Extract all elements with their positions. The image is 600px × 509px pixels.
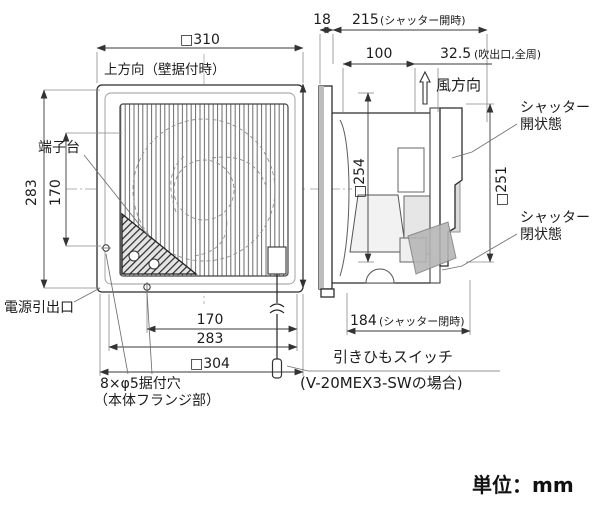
terminal-screw bbox=[128, 250, 140, 262]
fan-hub-circle bbox=[173, 159, 235, 221]
terminal-screw bbox=[148, 258, 160, 270]
dim-254-label: □254 bbox=[352, 158, 368, 198]
units-label: 単位：mm bbox=[472, 473, 574, 497]
dim-215-note: (シャッター開時) bbox=[380, 14, 466, 27]
fan-blade-arc bbox=[193, 213, 228, 257]
front-view bbox=[66, 54, 306, 379]
wind-direction-label: 風方向 bbox=[436, 76, 481, 94]
mount-holes-label: 8×φ5据付穴 bbox=[100, 376, 181, 392]
power-outlet-label: 電源引出口 bbox=[4, 300, 74, 316]
side-view bbox=[299, 83, 463, 298]
fan-blade-circle bbox=[132, 118, 276, 262]
cord-switch-note: (V-20MEX3-SWの場合) bbox=[300, 374, 463, 392]
dim-184-note: (シャッター閉時) bbox=[379, 315, 465, 328]
shutter-open-label-line1: シャッター bbox=[520, 100, 590, 116]
motor-dome bbox=[365, 268, 395, 284]
wind-arrow-icon bbox=[419, 70, 431, 105]
front-panel-shade bbox=[319, 86, 324, 289]
fan-blade-arc bbox=[211, 156, 267, 187]
front-grille bbox=[119, 103, 289, 277]
dim-left-inner-label: 170 bbox=[48, 179, 64, 206]
dim-18-label: 18 bbox=[313, 12, 331, 28]
dim-251-label: □251 bbox=[494, 166, 510, 206]
motor-block bbox=[349, 194, 407, 253]
shutter-closed-label-line2: 閉状態 bbox=[520, 227, 562, 243]
dim-32-note: (吹出口,全周) bbox=[474, 47, 541, 61]
cord-handle bbox=[271, 358, 283, 379]
flange-inner-edge bbox=[104, 92, 296, 285]
panel-foot bbox=[320, 288, 335, 298]
cord-break-symbol bbox=[269, 303, 285, 314]
shutter-closed-panel bbox=[407, 221, 457, 275]
cord-switch-box bbox=[267, 246, 287, 275]
mounting-hole bbox=[101, 244, 111, 252]
front-dimensions: □310 上方向（壁据付時） 283 170 端子台 電源引出口 170 283… bbox=[4, 32, 304, 409]
dim-215-label: 215 bbox=[352, 12, 379, 28]
dim-bottom-mid-label: 283 bbox=[197, 331, 224, 347]
terminal-label: 端子台 bbox=[38, 140, 80, 156]
dim-184-label: 184 bbox=[350, 313, 377, 329]
shutter-open-label-line2: 開状態 bbox=[520, 117, 562, 133]
dim-100-label: 100 bbox=[366, 46, 393, 62]
dim-bottom-outer-label: □304 bbox=[190, 356, 230, 372]
fan-section bbox=[397, 147, 425, 193]
cord-switch-label: 引きひもスイッチ bbox=[333, 348, 453, 366]
dim-32-label: 32.5 bbox=[440, 46, 471, 62]
orientation-note: 上方向（壁据付時） bbox=[104, 62, 226, 78]
dim-width-label: □310 bbox=[180, 32, 220, 48]
terminal-block bbox=[121, 212, 198, 275]
shutter-closed-label-line1: シャッター bbox=[520, 210, 590, 226]
bellmouth-curve bbox=[339, 119, 350, 277]
fan-blade-arc bbox=[170, 154, 187, 213]
mounting-hole bbox=[143, 282, 151, 292]
dim-left-outer-label: 283 bbox=[24, 179, 40, 206]
side-dimensions: 18 215 (シャッター開時) 100 32.5 (吹出口,全周) 風方向 □… bbox=[286, 12, 590, 392]
mount-holes-note: （本体フランジ部） bbox=[94, 393, 220, 409]
cord-break-gap bbox=[269, 303, 285, 314]
dim-bottom-inner-label: 170 bbox=[197, 312, 224, 328]
